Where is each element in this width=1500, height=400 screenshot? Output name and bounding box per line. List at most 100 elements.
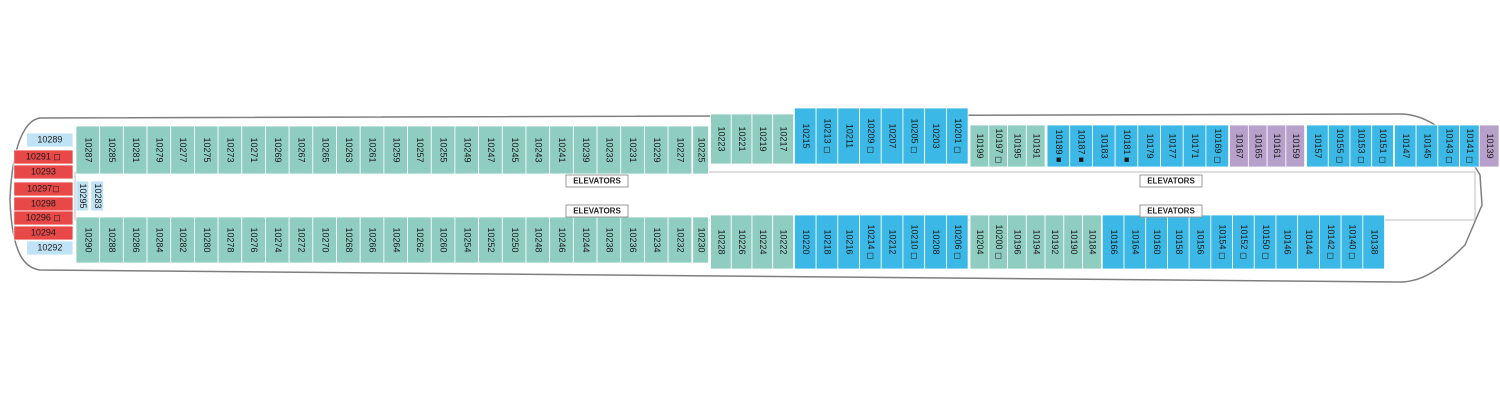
cabin-10263[interactable]: 10263 bbox=[336, 125, 361, 175]
cabin-10181[interactable]: 10181 ■ bbox=[1114, 124, 1139, 168]
cabin-10232[interactable]: 10232 bbox=[667, 216, 693, 264]
cabin-10227[interactable]: 10227 bbox=[667, 125, 693, 175]
cabin-10145[interactable]: 10145 bbox=[1415, 124, 1439, 168]
cabin-10217[interactable]: 10217 bbox=[772, 113, 794, 165]
cabin-10267[interactable]: 10267 bbox=[288, 125, 314, 175]
cabin-10165[interactable]: 10165 bbox=[1247, 124, 1268, 168]
cabin-10233[interactable]: 10233 bbox=[596, 125, 622, 175]
cabin-10285[interactable]: 10285 bbox=[99, 125, 124, 175]
cabin-10222[interactable]: 10222 bbox=[772, 214, 794, 270]
cabin-10200[interactable]: 10200 ◻ bbox=[988, 214, 1008, 270]
cabin-10214[interactable]: 10214 ◻ bbox=[859, 214, 882, 270]
cabin-10201[interactable]: 10201 ◻ bbox=[945, 107, 969, 165]
cabin-10248[interactable]: 10248 bbox=[525, 216, 551, 264]
cabin-10187[interactable]: 10187 ■ bbox=[1069, 124, 1093, 168]
cabin-10272[interactable]: 10272 bbox=[288, 216, 314, 264]
cabin-10298[interactable]: 10298 bbox=[13, 196, 74, 212]
cabin-10269[interactable]: 10269 bbox=[265, 125, 290, 175]
cabin-10144[interactable]: 10144 bbox=[1297, 214, 1320, 270]
cabin-10234[interactable]: 10234 bbox=[644, 216, 669, 264]
cabin-10271[interactable]: 10271 bbox=[241, 125, 266, 175]
cabin-10297[interactable]: 10297◻ bbox=[13, 181, 74, 197]
cabin-10157[interactable]: 10157 bbox=[1306, 124, 1329, 168]
cabin-10147[interactable]: 10147 bbox=[1394, 124, 1417, 168]
cabin-10241[interactable]: 10241 bbox=[549, 125, 574, 175]
cabin-10246[interactable]: 10246 bbox=[549, 216, 574, 264]
cabin-10215[interactable]: 10215 bbox=[794, 107, 817, 165]
cabin-10274[interactable]: 10274 bbox=[265, 216, 290, 264]
cabin-10151[interactable]: 10151 ◻ bbox=[1371, 124, 1394, 168]
cabin-10194[interactable]: 10194 bbox=[1025, 214, 1046, 270]
cabin-10295[interactable]: 10295 bbox=[75, 180, 90, 212]
cabin-10265[interactable]: 10265 bbox=[312, 125, 337, 175]
cabin-10292[interactable]: 10292 bbox=[26, 240, 74, 256]
cabin-10160[interactable]: 10160 bbox=[1145, 214, 1168, 270]
cabin-10291[interactable]: 10291 ◻ bbox=[13, 149, 74, 165]
cabin-10268[interactable]: 10268 bbox=[336, 216, 361, 264]
cabin-10204[interactable]: 10204 bbox=[969, 214, 990, 270]
cabin-10212[interactable]: 10212 bbox=[880, 214, 904, 270]
cabin-10252[interactable]: 10252 bbox=[478, 216, 503, 264]
cabin-10203[interactable]: 10203 bbox=[924, 107, 947, 165]
cabin-10152[interactable]: 10152 ◻ bbox=[1232, 214, 1255, 270]
cabin-10158[interactable]: 10158 bbox=[1167, 214, 1190, 270]
cabin-10209[interactable]: 10209 ◻ bbox=[859, 107, 882, 165]
cabin-10179[interactable]: 10179 bbox=[1137, 124, 1161, 168]
cabin-10164[interactable]: 10164 bbox=[1123, 214, 1147, 270]
cabin-10213[interactable]: 10213 ◻ bbox=[815, 107, 839, 165]
cabin-10282[interactable]: 10282 bbox=[170, 216, 195, 264]
cabin-10288[interactable]: 10288 bbox=[99, 216, 124, 264]
cabin-10255[interactable]: 10255 bbox=[430, 125, 456, 175]
cabin-10259[interactable]: 10259 bbox=[383, 125, 408, 175]
cabin-10264[interactable]: 10264 bbox=[383, 216, 408, 264]
cabin-10247[interactable]: 10247 bbox=[478, 125, 503, 175]
cabin-10280[interactable]: 10280 bbox=[194, 216, 219, 264]
cabin-10286[interactable]: 10286 bbox=[122, 216, 148, 264]
cabin-10156[interactable]: 10156 bbox=[1188, 214, 1212, 270]
cabin-10283[interactable]: 10283 bbox=[90, 180, 105, 212]
cabin-10273[interactable]: 10273 bbox=[217, 125, 243, 175]
cabin-10184[interactable]: 10184 bbox=[1082, 214, 1102, 270]
cabin-10279[interactable]: 10279 bbox=[146, 125, 172, 175]
cabin-10266[interactable]: 10266 bbox=[359, 216, 385, 264]
cabin-10169[interactable]: 10169 ◻ bbox=[1205, 124, 1230, 168]
cabin-10238[interactable]: 10238 bbox=[596, 216, 622, 264]
cabin-10195[interactable]: 10195 bbox=[1007, 124, 1027, 168]
cabin-10262[interactable]: 10262 bbox=[407, 216, 432, 264]
cabin-10216[interactable]: 10216 bbox=[837, 214, 860, 270]
cabin-10150[interactable]: 10150 ◻ bbox=[1253, 214, 1277, 270]
cabin-10249[interactable]: 10249 bbox=[454, 125, 480, 175]
cabin-10139[interactable]: 10139 bbox=[1478, 124, 1500, 168]
cabin-10138[interactable]: 10138 bbox=[1362, 214, 1385, 270]
cabin-10254[interactable]: 10254 bbox=[454, 216, 480, 264]
cabin-10239[interactable]: 10239 bbox=[572, 125, 598, 175]
cabin-10275[interactable]: 10275 bbox=[194, 125, 219, 175]
cabin-10196[interactable]: 10196 bbox=[1007, 214, 1027, 270]
cabin-10146[interactable]: 10146 bbox=[1275, 214, 1299, 270]
cabin-10257[interactable]: 10257 bbox=[407, 125, 432, 175]
cabin-10281[interactable]: 10281 bbox=[122, 125, 148, 175]
cabin-10192[interactable]: 10192 bbox=[1044, 214, 1065, 270]
cabin-10223[interactable]: 10223 bbox=[710, 113, 732, 165]
cabin-10210[interactable]: 10210 ◻ bbox=[902, 214, 926, 270]
cabin-10250[interactable]: 10250 bbox=[501, 216, 527, 264]
cabin-10231[interactable]: 10231 bbox=[620, 125, 645, 175]
cabin-10226[interactable]: 10226 bbox=[730, 214, 753, 270]
cabin-10224[interactable]: 10224 bbox=[751, 214, 774, 270]
cabin-10208[interactable]: 10208 bbox=[924, 214, 947, 270]
cabin-10142[interactable]: 10142 ◻ bbox=[1319, 214, 1342, 270]
cabin-10167[interactable]: 10167 bbox=[1229, 124, 1249, 168]
cabin-10260[interactable]: 10260 bbox=[430, 216, 456, 264]
cabin-10245[interactable]: 10245 bbox=[501, 125, 527, 175]
cabin-10220[interactable]: 10220 bbox=[794, 214, 817, 270]
cabin-10190[interactable]: 10190 bbox=[1063, 214, 1083, 270]
cabin-10154[interactable]: 10154 ◻ bbox=[1210, 214, 1233, 270]
cabin-10189[interactable]: 10189 ■ bbox=[1046, 124, 1071, 168]
cabin-10161[interactable]: 10161 bbox=[1266, 124, 1287, 168]
cabin-10171[interactable]: 10171 bbox=[1182, 124, 1207, 168]
cabin-10287[interactable]: 10287 bbox=[75, 125, 101, 175]
cabin-10243[interactable]: 10243 bbox=[525, 125, 551, 175]
cabin-10159[interactable]: 10159 bbox=[1285, 124, 1306, 168]
cabin-10229[interactable]: 10229 bbox=[644, 125, 669, 175]
cabin-10294[interactable]: 10294 bbox=[13, 225, 74, 241]
